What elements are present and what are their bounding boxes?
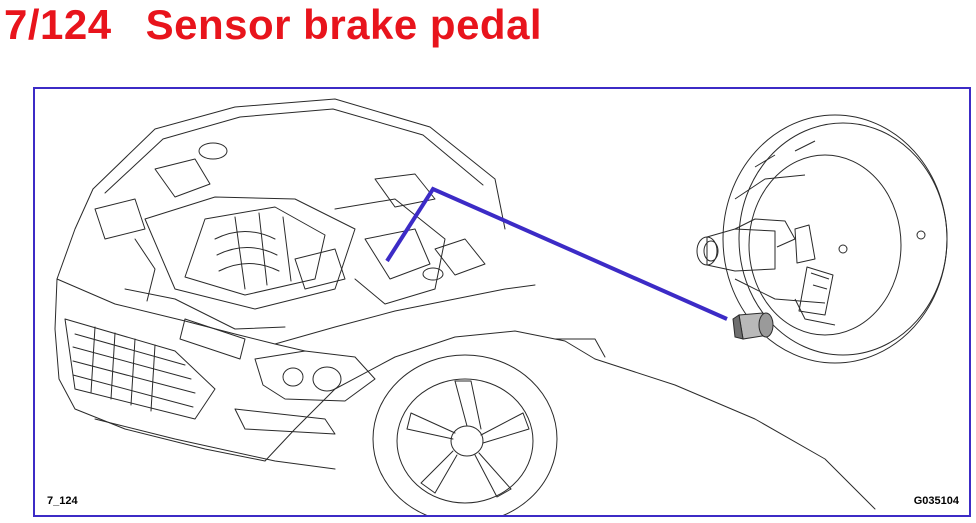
section-title: Sensor brake pedal [145, 1, 543, 48]
diagram-canvas [54, 98, 948, 515]
reference-code: G035104 [913, 495, 959, 507]
figure-code: 7_124 [47, 495, 78, 507]
car-illustration [54, 98, 876, 515]
brake-booster-illustration [696, 114, 948, 364]
figure-frame: 7_124 G035104 [33, 87, 971, 517]
section-code: 7/124 [4, 1, 112, 48]
leader-line [385, 186, 728, 321]
brake-pedal-sensor [732, 312, 774, 340]
page-title: 7/124 Sensor brake pedal [4, 0, 542, 50]
